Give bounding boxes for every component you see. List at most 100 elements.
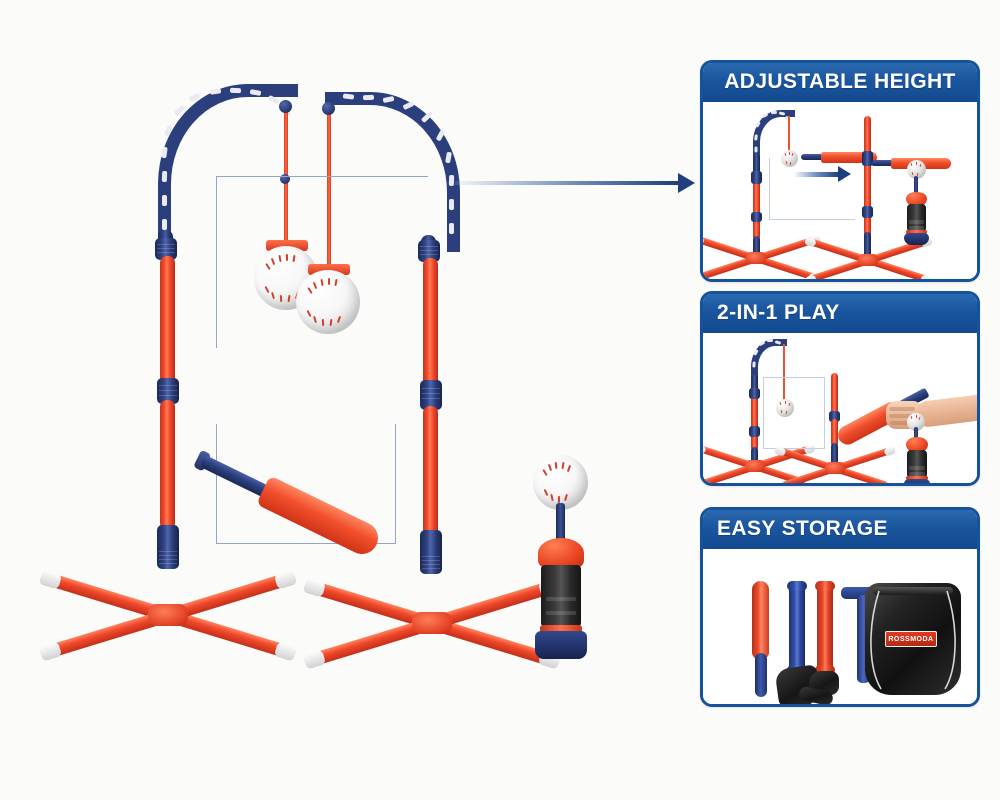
tee-ball <box>907 413 925 431</box>
stand-pole-mid-left <box>160 256 175 384</box>
mini-pole-bottom <box>751 447 758 465</box>
tee-label-lower <box>545 611 577 615</box>
mini-collar <box>749 388 760 399</box>
storage-tube-blue <box>787 581 807 675</box>
pole-collar-right-bottom <box>420 530 442 574</box>
mini-hanging-ball <box>776 399 794 417</box>
mini-curved-arm <box>751 338 787 381</box>
mini-plain-pole-top <box>831 373 838 415</box>
panel-adjustable-height[interactable]: ADJUSTABLE HEIGHT <box>700 60 980 282</box>
bat-barrel <box>821 151 877 163</box>
mini-ball-cord <box>783 344 785 402</box>
base-foot-cap <box>703 271 705 279</box>
mini-bat-mount-collar <box>862 151 873 163</box>
tee-ring <box>540 625 582 633</box>
tee-dome <box>906 437 928 452</box>
mini-ball-cord <box>788 116 790 152</box>
bag-logo: ROSSMODA <box>885 631 937 647</box>
base-hub <box>745 460 765 472</box>
pole-collar-left-top <box>155 238 177 260</box>
mini-base-left <box>703 230 831 279</box>
panel-inner-frame <box>763 377 825 449</box>
mini-collar <box>862 206 873 218</box>
mini-base-2 <box>765 443 905 483</box>
feature-panel-group: ADJUSTABLE HEIGHT <box>700 60 980 707</box>
curved-arm-right <box>325 92 460 252</box>
pole-collar-right-top <box>418 240 440 262</box>
base-foot-cap <box>773 480 787 483</box>
stand-pole-lower-left <box>160 400 175 530</box>
ball-cap-right <box>308 264 350 275</box>
base-foot-cap <box>302 649 327 670</box>
stand-pole-lower-right <box>423 406 438 536</box>
mini-plain-pole-mid <box>831 419 838 447</box>
tee-base <box>535 631 587 659</box>
mini-base-right <box>793 232 943 279</box>
tee-label <box>909 472 925 476</box>
panel-illustration-adjustable-height <box>703 102 977 279</box>
base-foot-cap <box>38 569 63 590</box>
mini-pole-mid <box>751 389 758 431</box>
arrow-shaft <box>795 172 839 177</box>
pole-collar-left-mid <box>157 378 179 404</box>
panel-title-easy-storage: EASY STORAGE <box>703 510 977 549</box>
base-foot-cap <box>703 478 707 483</box>
tee-label <box>909 226 924 230</box>
mini-collar <box>749 426 760 437</box>
mini-tall-pole-bottom <box>864 232 871 260</box>
mini-pole-low <box>753 212 760 240</box>
tee-ring <box>906 230 927 234</box>
mini-plain-pole-bottom <box>831 443 838 465</box>
cord-knob-right <box>322 102 335 115</box>
tee-ball <box>907 160 926 179</box>
base-foot-cap <box>804 236 817 248</box>
bag-cinch <box>873 587 953 595</box>
panel-illustration-easy-storage: ROSSMODA <box>703 549 977 704</box>
stand-base-right <box>282 568 582 678</box>
cord-knob-left <box>279 100 292 113</box>
panel-easy-storage[interactable]: EASY STORAGE <box>700 507 980 707</box>
pole-collar-right-mid <box>420 380 442 410</box>
mini-pole-upper <box>753 154 760 176</box>
base-foot-cap <box>883 480 897 483</box>
bat-barrel <box>752 581 769 659</box>
tee-base <box>904 233 929 245</box>
base-foot-cap <box>920 273 933 279</box>
callout-arrow <box>455 173 695 193</box>
callout-frame-upper <box>216 176 428 348</box>
ball-cord-right <box>327 108 331 270</box>
stand-pole-mid-right <box>423 258 438 386</box>
bat-handle <box>755 653 767 697</box>
bat-handle <box>871 160 893 166</box>
tee-label-upper <box>545 597 577 601</box>
base-foot-cap <box>703 234 705 246</box>
mini-pole-bottom <box>753 236 760 260</box>
tee-body <box>907 204 926 232</box>
tee-ring <box>906 476 928 480</box>
ball-cap-left <box>266 240 308 251</box>
storage-tube-red <box>815 581 835 675</box>
panel-title-2-in-1-play: 2-IN-1 PLAY <box>703 294 977 333</box>
base-hub <box>148 604 188 626</box>
callout-frame-lower <box>216 424 396 544</box>
tee-base <box>904 479 930 483</box>
cord-slider-left <box>280 174 290 184</box>
drawstring-bag: ROSSMODA <box>865 583 961 695</box>
mini-collar <box>751 171 762 184</box>
base-foot-cap <box>804 273 817 279</box>
mini-collar <box>751 212 762 222</box>
base-foot-cap <box>38 641 63 662</box>
storage-bat <box>747 581 775 697</box>
base-hub <box>825 462 845 474</box>
arm-curve <box>751 339 787 381</box>
panel-2-in-1-play[interactable]: 2-IN-1 PLAY <box>700 291 980 486</box>
height-change-arrow <box>795 166 851 182</box>
mini-curved-arm <box>753 110 795 160</box>
tee-label <box>909 466 925 470</box>
tee-ball <box>533 455 588 510</box>
mini-pole-low <box>751 427 758 451</box>
mini-pitching-tee <box>901 413 943 483</box>
tee-dome <box>538 538 584 568</box>
base-hub <box>412 612 452 634</box>
tee-body <box>907 450 927 478</box>
